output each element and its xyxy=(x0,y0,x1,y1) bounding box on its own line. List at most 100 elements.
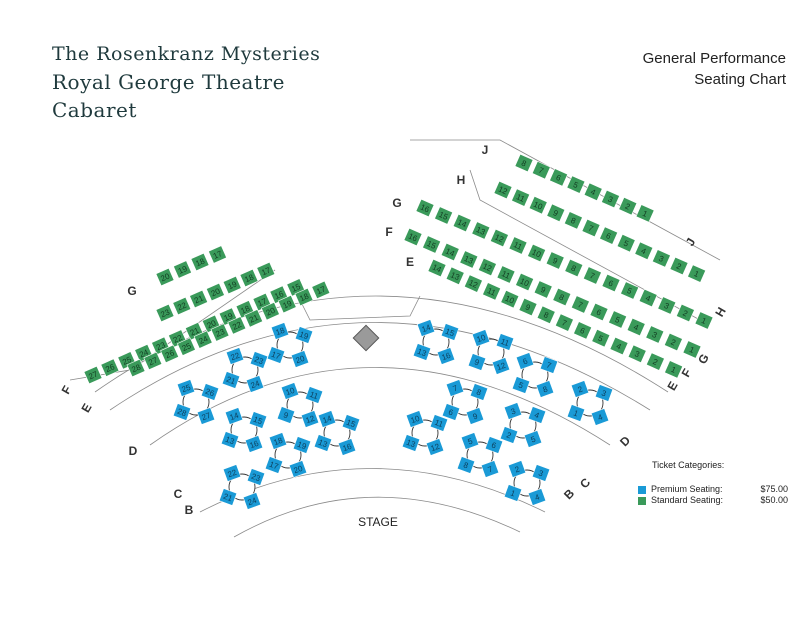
seat-H-10-right-box xyxy=(528,196,548,215)
seat-table-t10-12: 12 xyxy=(491,357,511,375)
legend-heading: Ticket Categories: xyxy=(652,460,725,470)
seat-J-5-right-box xyxy=(566,175,586,194)
seat-E-27-left-3-box xyxy=(143,351,163,371)
seat-H-11-right-box xyxy=(511,188,531,207)
seat-table-t6-13: 13 xyxy=(313,434,333,452)
seat-G-3-right-box xyxy=(657,296,677,315)
seat-table-t15-3-label: 3 xyxy=(510,406,518,416)
seat-E-28-left-3-label: 28 xyxy=(130,362,142,374)
seat-F-16-right-label: 16 xyxy=(407,232,419,244)
seat-table-t5-9-box xyxy=(276,406,296,424)
seat-H-11-right-label: 11 xyxy=(515,192,527,204)
seat-J-4-right-box xyxy=(583,182,603,201)
seat-E-5-right: 5 xyxy=(591,329,611,348)
seat-E-24-left-3: 24 xyxy=(193,330,213,349)
seat-table-t8-19-box xyxy=(292,436,312,454)
seat-F-1-right: 1 xyxy=(682,340,702,359)
seat-E-21-left-3-label: 21 xyxy=(248,313,260,325)
seat-table-t12-3: 3 xyxy=(594,384,614,402)
seat-table-t17-3-label: 3 xyxy=(537,468,545,478)
seat-E-6-right: 6 xyxy=(573,321,593,340)
seat-table-t8-17-label: 17 xyxy=(268,460,280,472)
seat-G-6-right: 6 xyxy=(601,273,621,293)
seat-H-7-right: 7 xyxy=(581,218,601,238)
seat-table-t15-2: 2 xyxy=(499,426,519,444)
seat-F-8-right-label: 8 xyxy=(558,292,566,302)
seat-F-10-right: 10 xyxy=(515,272,535,292)
seat-G-10-right-label: 10 xyxy=(530,248,542,260)
seat-table-t3-27-label: 27 xyxy=(200,411,212,423)
row-label-G-alt-8: G xyxy=(127,284,136,298)
row-label-D: D xyxy=(129,444,138,458)
seat-table-t16-8-box xyxy=(456,456,476,474)
seat-table-t9-15-box xyxy=(440,323,460,341)
seat-F-15-left-2-label: 15 xyxy=(290,282,302,294)
seat-F-10-right-label: 10 xyxy=(518,277,530,289)
seat-E-7-right: 7 xyxy=(554,313,574,332)
seat-E-24-left-3-label: 24 xyxy=(198,334,210,346)
seat-G-2-right: 2 xyxy=(675,303,695,323)
seat-F-6-right-label: 6 xyxy=(595,307,603,317)
seat-table-t14-10-box xyxy=(405,410,425,428)
seat-G-5-right-box xyxy=(620,281,640,300)
seat-table-t3-28-label: 28 xyxy=(176,407,188,419)
seat-G-21-left-1-label: 21 xyxy=(193,293,205,305)
row-label-B-alt-7: B xyxy=(561,486,577,502)
seat-F-14-right-box xyxy=(440,242,460,262)
seat-F-8-right-box xyxy=(552,287,572,307)
seat-F-12-right: 12 xyxy=(477,257,497,277)
seat-F-7-right-box xyxy=(570,295,590,314)
seat-J-5-right: 5 xyxy=(566,175,586,194)
seat-table-t11-5: 5 xyxy=(511,376,531,394)
seat-F-1-right-label: 1 xyxy=(688,345,696,355)
seat-E-6-right-label: 6 xyxy=(579,326,587,336)
seat-H-8-right-label: 8 xyxy=(569,216,577,226)
seat-table-t4-15-box xyxy=(248,411,268,429)
seat-table-t4-14-label: 14 xyxy=(228,411,240,423)
seat-G-19-left-0: 19 xyxy=(173,260,192,279)
seat-E-26-left-3: 26 xyxy=(160,344,180,363)
seat-H-12-right-label: 12 xyxy=(497,185,509,197)
seat-E-18-left-3: 18 xyxy=(294,287,314,307)
seat-G-21-left-1-box xyxy=(189,289,209,309)
seat-table-t1-22-label: 22 xyxy=(229,351,241,363)
seat-table-t17-4-label: 4 xyxy=(534,492,542,502)
seat-E-5-right-box xyxy=(591,329,611,348)
seat-table-t13-9-box xyxy=(465,407,485,425)
seat-table-t4-14: 14 xyxy=(224,407,244,425)
seat-table-t15-5-box xyxy=(523,430,543,448)
seat-J-3-right: 3 xyxy=(601,189,620,209)
seat-E-20-left-3-label: 20 xyxy=(265,306,277,318)
seat-table-t9-15: 15 xyxy=(440,323,460,341)
seat-G-5-right-label: 5 xyxy=(626,286,634,296)
seat-table-t6-13-box xyxy=(313,434,333,452)
seat-table-t16-6-label: 6 xyxy=(490,440,498,450)
seat-table-t14-10: 10 xyxy=(405,410,425,428)
seat-table-t2-18: 18 xyxy=(270,322,290,340)
seat-table-t9-13-box xyxy=(412,343,432,361)
seat-J-6-right: 6 xyxy=(549,168,569,187)
seat-table-t17-4-box xyxy=(527,488,547,506)
seat-J-8-right-label: 8 xyxy=(520,158,528,168)
seat-table-t5-9-label: 9 xyxy=(282,410,290,420)
seat-table-t5-10-label: 10 xyxy=(284,386,296,398)
legend-label-premium: Premium Seating: xyxy=(651,484,723,494)
seat-F-19-left-2-label: 19 xyxy=(223,311,235,323)
seat-E-23-left-3-label: 23 xyxy=(214,327,226,339)
seat-table-t13-9-label: 9 xyxy=(472,411,480,421)
seat-table-t12-1: 1 xyxy=(566,404,586,422)
seat-table-t14-12: 12 xyxy=(425,438,445,456)
seat-J-7-right: 7 xyxy=(531,161,551,180)
seat-G-17-left-0-label: 17 xyxy=(212,249,224,261)
seat-E-12-right-box xyxy=(463,274,483,293)
seat-table-t8-20-label: 20 xyxy=(292,464,304,476)
seat-F-6-right: 6 xyxy=(589,302,609,322)
seat-F-26-left-2-box xyxy=(100,358,120,377)
seat-table-t9-13: 13 xyxy=(412,343,432,361)
seat-table-t16-5-label: 5 xyxy=(467,436,475,446)
seat-E-8-right: 8 xyxy=(536,305,556,324)
seat-table-t14-12-label: 12 xyxy=(429,442,441,454)
seat-H-2-right-label: 2 xyxy=(675,261,683,271)
seat-table-t3-25-box xyxy=(176,379,196,397)
seat-table-t14-10-label: 10 xyxy=(409,414,421,426)
